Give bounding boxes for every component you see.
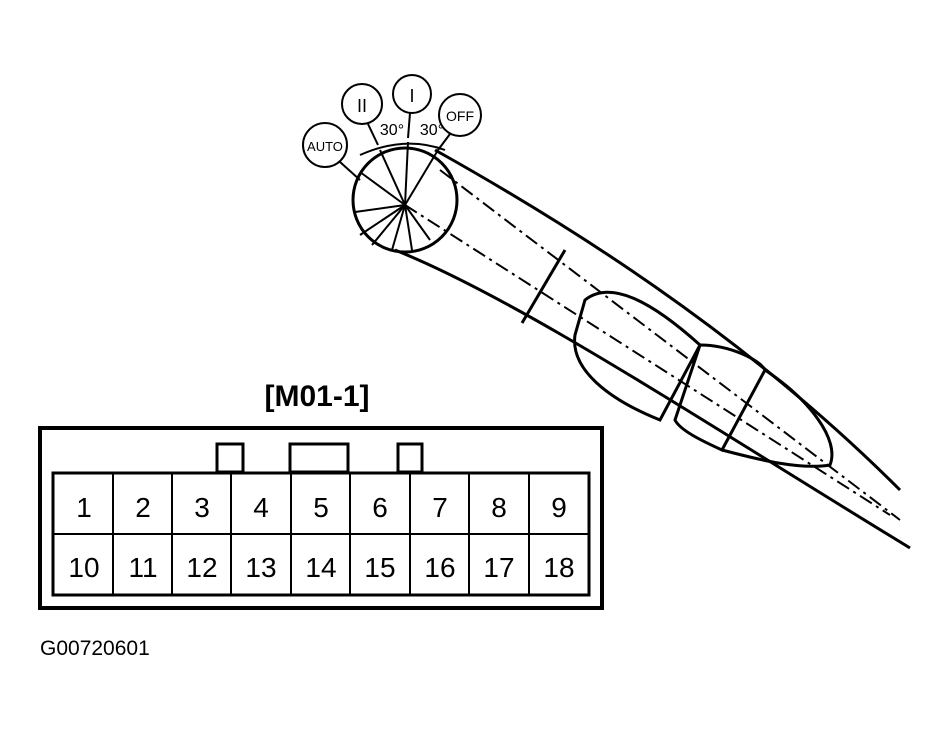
stalk-sleeve	[573, 290, 702, 422]
stalk-ring	[673, 343, 767, 452]
pin-17: 17	[483, 552, 515, 583]
pin-15: 15	[364, 552, 396, 583]
pin-18: 18	[543, 552, 575, 583]
connector-housing	[38, 426, 604, 610]
pin-6: 6	[372, 492, 388, 523]
connector-title: [M01-1]	[264, 380, 370, 413]
position-circle-i	[392, 74, 432, 114]
pin-16: 16	[424, 552, 456, 583]
angle-label-left: 30°	[380, 122, 404, 139]
pin-11: 11	[128, 552, 158, 583]
knob-circle	[351, 146, 459, 254]
position-label-off: OFF	[446, 108, 474, 124]
pin-3: 3	[194, 492, 210, 523]
pin-7: 7	[432, 492, 448, 523]
position-label-auto: AUTO	[307, 139, 343, 154]
position-circle-auto	[302, 122, 348, 168]
knob-detents	[354, 141, 439, 251]
figure-code: G00720601	[40, 637, 150, 660]
center-line-lower	[404, 204, 891, 516]
pin-9: 9	[551, 492, 567, 523]
pin-1: 1	[76, 492, 92, 523]
stalk-tip	[721, 368, 834, 468]
pin-12: 12	[186, 552, 218, 583]
connector-key-right	[396, 442, 424, 474]
position-label-i: I	[409, 86, 414, 106]
leader-i	[407, 112, 411, 139]
pin-8: 8	[491, 492, 507, 523]
position-circle-ii	[341, 83, 383, 125]
angle-arc	[359, 142, 446, 156]
center-line-upper	[439, 169, 901, 521]
pin-2: 2	[135, 492, 151, 523]
connector-key-left	[215, 442, 245, 474]
angle-label-right: 30°	[420, 122, 444, 139]
pin-14: 14	[305, 552, 337, 583]
position-circle-off	[438, 93, 482, 137]
connector-key-center	[288, 442, 350, 474]
collar-line	[520, 249, 567, 324]
pin-grid-lines	[53, 473, 589, 595]
pin-13: 13	[245, 552, 277, 583]
leader-auto	[339, 161, 361, 181]
stalk-outline-bottom	[394, 248, 911, 550]
leader-ii	[367, 123, 379, 146]
stalk-outline-top	[434, 148, 902, 492]
position-label-ii: II	[357, 96, 367, 116]
pin-4: 4	[253, 492, 269, 523]
pin-5: 5	[313, 492, 329, 523]
pin-10: 10	[68, 552, 100, 583]
